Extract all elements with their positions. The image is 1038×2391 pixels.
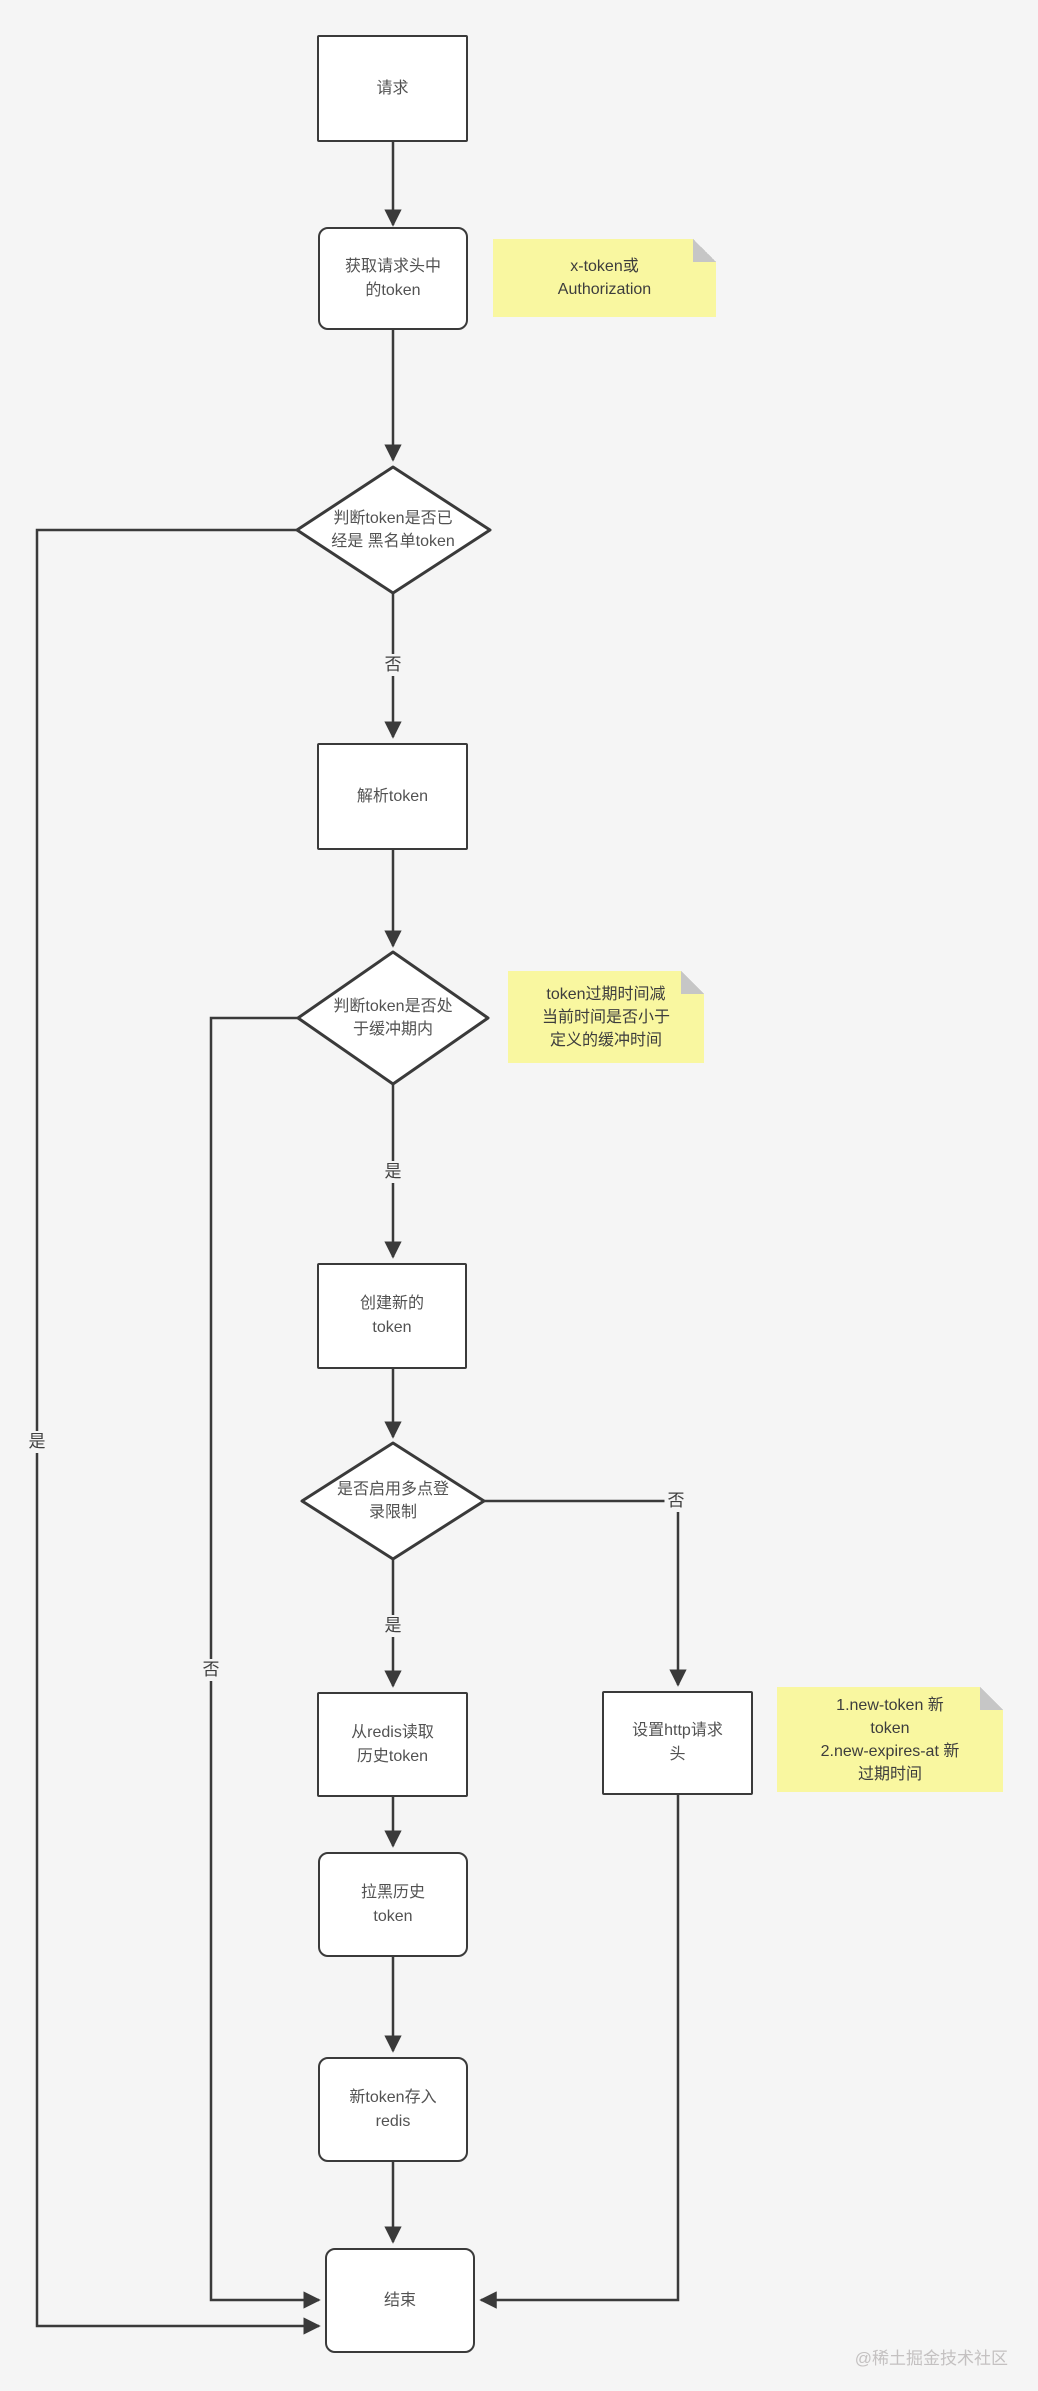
node-request-label: 请求: [376, 79, 409, 97]
node-parse-token: 解析token: [317, 743, 468, 850]
note-buffer-rule-text: token过期时间减 当前时间是否小于 定义的缓冲时间: [541, 985, 670, 1049]
note-buffer-rule: token过期时间减 当前时间是否小于 定义的缓冲时间: [508, 971, 704, 1063]
decision-check-blacklist-label: 判断token是否已 经是 黑名单token: [331, 510, 455, 550]
node-create-token-label: 创建新的 token: [359, 1295, 424, 1336]
watermark: @稀土掘金技术社区: [854, 2349, 1008, 2368]
node-request: 请求: [317, 35, 468, 142]
node-create-token: 创建新的 token: [317, 1263, 467, 1369]
decision-check-buffer-label: 判断token是否处 于缓冲期内: [333, 998, 453, 1038]
node-get-token-label: 获取请求头中 的token: [344, 257, 441, 299]
edge-label-blacklist-yes: 是: [25, 1431, 49, 1453]
note-fold-corner-icon: [980, 1687, 1003, 1710]
node-set-http-header-label: 设置http请求 头: [632, 1722, 723, 1763]
edge-set-header-to-end: [479, 1795, 680, 2309]
node-end-label: 结束: [383, 2291, 416, 2309]
decision-check-buffer-shape: [296, 950, 490, 1086]
node-set-http-header: 设置http请求 头: [602, 1691, 753, 1795]
decision-check-blacklist-shape: [295, 465, 492, 595]
node-parse-token-label: 解析token: [356, 787, 429, 805]
edge-label-blacklist-no: 否: [381, 654, 405, 676]
edge-label-multi-no: 否: [664, 1490, 688, 1512]
note-new-token-headers: 1.new-token 新 token 2.new-expires-at 新 过…: [777, 1687, 1003, 1792]
note-new-token-headers-text: 1.new-token 新 token 2.new-expires-at 新 过…: [820, 1696, 960, 1783]
decision-check-multi-label: 是否启用多点登 录限制: [336, 1481, 449, 1521]
edge-check-multi-no-to-set-header: [484, 1499, 687, 1687]
node-blacklist-history-token-label: 拉黑历史 token: [360, 1883, 425, 1925]
node-read-history-token-label: 从redis读取 历史token: [351, 1723, 434, 1765]
node-read-history-token: 从redis读取 历史token: [317, 1692, 468, 1797]
decision-check-multi-shape: [300, 1441, 486, 1561]
edge-label-buffer-no: 否: [199, 1659, 223, 1681]
node-get-token: 获取请求头中 的token: [318, 227, 468, 330]
edge-label-multi-yes: 是: [381, 1615, 405, 1637]
node-store-new-token: 新token存入 redis: [318, 2057, 468, 2162]
note-token-header-text: x-token或 Authorization: [557, 258, 652, 298]
edge-check-buffer-no-to-end: [209, 1016, 321, 2309]
note-fold-corner-icon: [681, 971, 704, 994]
node-end: 结束: [325, 2248, 475, 2353]
node-store-new-token-label: 新token存入 redis: [349, 2088, 437, 2130]
edge-label-buffer-yes: 是: [381, 1161, 405, 1183]
note-token-header: x-token或 Authorization: [493, 239, 716, 317]
node-blacklist-history-token: 拉黑历史 token: [318, 1852, 468, 1957]
edge-check-blacklist-yes-to-end: [35, 528, 321, 2335]
note-fold-corner-icon: [693, 239, 716, 262]
